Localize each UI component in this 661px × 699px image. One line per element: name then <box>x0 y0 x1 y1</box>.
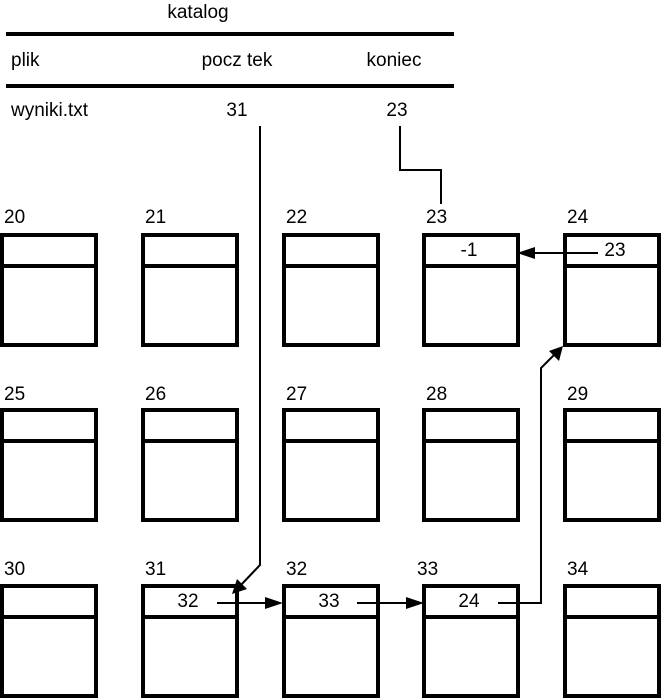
block-divider <box>4 615 94 619</box>
block-number: 29 <box>567 384 589 405</box>
disk-block <box>563 584 661 698</box>
block-divider <box>286 439 376 443</box>
block-number: 32 <box>286 559 308 580</box>
catalog-title: katalog <box>167 2 229 23</box>
block-number: 24 <box>567 207 589 228</box>
disk-block: 24 <box>422 584 520 698</box>
disk-block <box>0 408 98 522</box>
disk-block <box>141 408 239 522</box>
block-number: 21 <box>145 207 167 228</box>
block-pointer: 23 <box>604 240 626 261</box>
block-divider <box>426 264 516 268</box>
block-number: 20 <box>4 207 26 228</box>
block-pointer: 24 <box>458 591 480 612</box>
block-divider <box>4 264 94 268</box>
block-divider <box>286 264 376 268</box>
block-divider <box>145 264 235 268</box>
disk-block <box>282 233 380 347</box>
disk-block <box>0 233 98 347</box>
block-number: 22 <box>286 207 308 228</box>
header-end: koniec <box>366 50 422 71</box>
block-number: 31 <box>145 559 167 580</box>
disk-block <box>422 408 520 522</box>
block-pointer: 33 <box>318 591 340 612</box>
block-number: 27 <box>286 384 308 405</box>
disk-block <box>0 584 98 698</box>
arrowhead <box>549 346 563 361</box>
block-divider <box>145 439 235 443</box>
block-divider <box>567 439 657 443</box>
disk-block <box>141 233 239 347</box>
block-number: 26 <box>145 384 167 405</box>
block-divider <box>567 264 657 268</box>
block-number: 23 <box>426 207 448 228</box>
block-divider <box>426 615 516 619</box>
disk-block <box>563 408 661 522</box>
arrowhead <box>232 579 247 594</box>
header-file: plik <box>11 50 40 71</box>
disk-block: 33 <box>282 584 380 698</box>
block-divider <box>426 439 516 443</box>
disk-block: -1 <box>422 233 520 347</box>
row-file: wyniki.txt <box>11 100 89 121</box>
block-divider <box>286 615 376 619</box>
start-pointer-arrow <box>239 126 261 587</box>
block-number: 25 <box>4 384 26 405</box>
block-pointer: -1 <box>460 240 478 261</box>
block-divider <box>567 615 657 619</box>
disk-block <box>282 408 380 522</box>
row-end: 23 <box>386 100 408 121</box>
block-number: 28 <box>426 384 448 405</box>
end-pointer-line <box>399 126 442 204</box>
arrowhead <box>406 597 424 609</box>
catalog-top-rule <box>6 32 454 36</box>
header-start: pocz tek <box>201 50 273 71</box>
arrowhead <box>517 247 535 259</box>
block-number: 34 <box>567 559 589 580</box>
block-number: 33 <box>417 559 439 580</box>
block-number: 30 <box>4 559 26 580</box>
link-arrow-33-24 <box>498 354 555 604</box>
block-pointer: 32 <box>177 591 199 612</box>
catalog-header-rule <box>6 84 454 88</box>
block-divider <box>4 439 94 443</box>
arrowhead <box>265 597 283 609</box>
block-divider <box>145 615 235 619</box>
row-start: 31 <box>226 100 248 121</box>
